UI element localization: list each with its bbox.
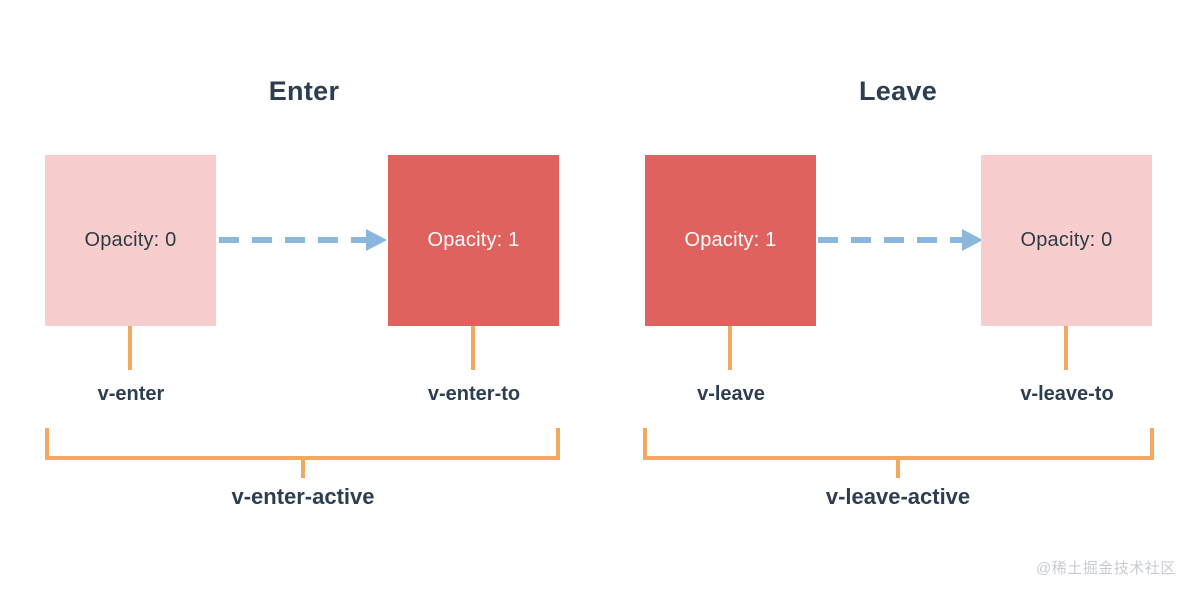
leave-to-class-label: v-leave-to (1020, 383, 1114, 405)
leave-to-box: Opacity: 0 (981, 155, 1152, 326)
leave-arrow-head-icon (962, 229, 983, 251)
enter-arrow-dashes (219, 237, 367, 243)
leave-from-stem (728, 326, 732, 370)
enter-active-stem (301, 458, 305, 478)
enter-to-box: Opacity: 1 (388, 155, 559, 326)
leave-transition-arrow (818, 229, 983, 251)
enter-active-class-label: v-enter-active (231, 484, 375, 509)
panel-title-enter: Enter (268, 76, 340, 106)
leave-active-bracket (643, 428, 1154, 460)
enter-transition-arrow (219, 229, 387, 251)
leave-arrow-dashes (818, 237, 963, 243)
enter-to-box-label: Opacity: 1 (427, 229, 520, 251)
enter-from-class-label: v-enter (97, 383, 165, 405)
panel-title-leave: Leave (858, 76, 938, 106)
enter-to-stem (471, 326, 475, 370)
enter-from-box-label: Opacity: 0 (84, 229, 177, 251)
leave-from-box-label: Opacity: 1 (684, 229, 777, 251)
leave-to-box-label: Opacity: 0 (1020, 229, 1113, 251)
enter-active-bracket (45, 428, 560, 460)
enter-to-class-label: v-enter-to (427, 383, 521, 405)
leave-to-stem (1064, 326, 1068, 370)
enter-from-box: Opacity: 0 (45, 155, 216, 326)
watermark: @稀土掘金技术社区 (1036, 560, 1176, 577)
leave-active-class-label: v-leave-active (825, 484, 971, 509)
leave-from-box: Opacity: 1 (645, 155, 816, 326)
enter-arrow-head-icon (366, 229, 387, 251)
leave-active-stem (896, 458, 900, 478)
enter-from-stem (128, 326, 132, 370)
leave-from-class-label: v-leave (697, 383, 765, 405)
